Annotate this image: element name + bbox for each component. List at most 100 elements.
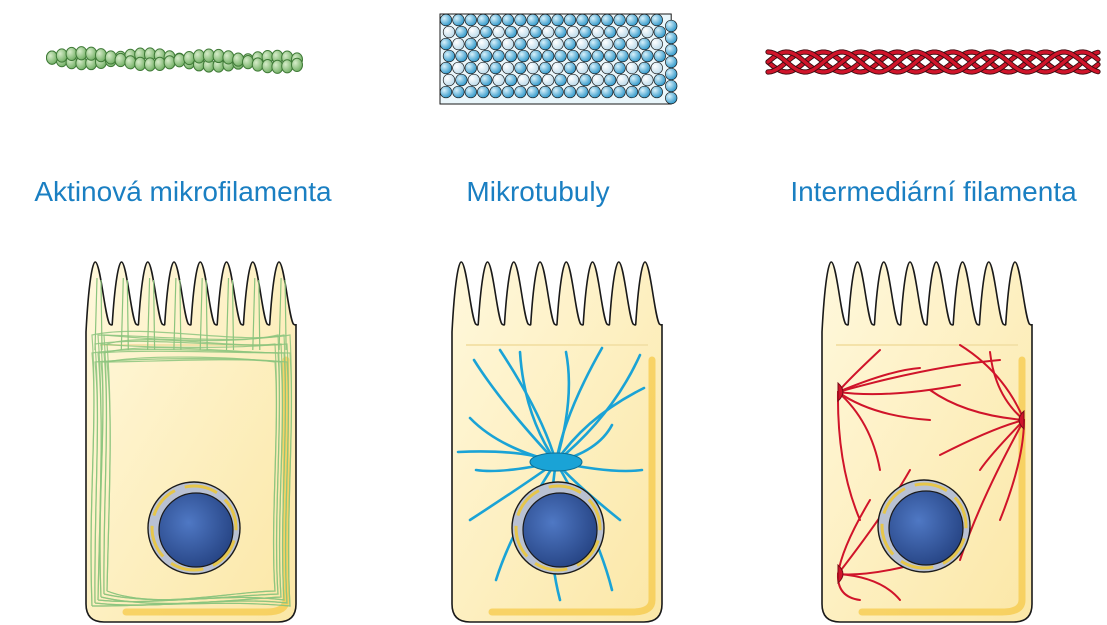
tubulin-bead	[465, 62, 477, 74]
actin-bead	[154, 57, 165, 70]
tubulin-bead	[614, 62, 626, 74]
tubulin-bead	[539, 86, 551, 98]
tubulin-bead	[552, 38, 564, 50]
tubulin-bead	[527, 14, 539, 26]
tubulin-bead	[493, 50, 505, 62]
tubulin-bead	[617, 74, 629, 86]
intermediate-filament-icon	[768, 52, 1098, 72]
tubulin-bead	[592, 50, 604, 62]
tubulin-bead	[601, 38, 613, 50]
actin-bead	[56, 49, 67, 62]
tubulin-bead	[505, 26, 517, 38]
tubulin-bead	[564, 14, 576, 26]
tubulin-end-bead	[665, 80, 677, 92]
tubulin-bead	[639, 86, 651, 98]
nucleus-icon	[523, 493, 597, 567]
actin-bead	[243, 56, 254, 69]
microtubule-icon	[440, 14, 677, 104]
actin-cell-illustration	[86, 262, 296, 622]
microtubules-label: Mikrotubuly	[400, 168, 676, 216]
tubulin-bead	[564, 38, 576, 50]
actin-bead	[174, 54, 185, 67]
tubulin-bead	[440, 86, 452, 98]
tubulin-bead	[589, 62, 601, 74]
actin-bead	[213, 49, 224, 62]
tubulin-bead	[505, 50, 517, 62]
tubulin-bead	[468, 50, 480, 62]
actin-bead	[115, 53, 126, 66]
tubulin-bead	[617, 26, 629, 38]
tubulin-bead	[453, 38, 465, 50]
tubulin-bead	[465, 14, 477, 26]
tubulin-bead	[456, 74, 468, 86]
tubulin-bead	[515, 38, 527, 50]
tubulin-bead	[651, 86, 663, 98]
tubulin-bead	[515, 14, 527, 26]
tubulin-bead	[527, 86, 539, 98]
tubulin-bead	[617, 50, 629, 62]
tubulin-bead	[515, 86, 527, 98]
tubulin-bead	[480, 26, 492, 38]
tubulin-bead	[629, 50, 641, 62]
tubulin-bead	[567, 74, 579, 86]
actin-bead	[233, 53, 244, 66]
tubulin-bead	[530, 50, 542, 62]
tubulin-bead	[456, 50, 468, 62]
nucleus-icon	[889, 491, 963, 565]
nucleus-icon	[159, 493, 233, 567]
tubulin-bead	[502, 38, 514, 50]
tubulin-bead	[453, 86, 465, 98]
tubulin-bead	[552, 86, 564, 98]
tubulin-bead	[601, 86, 613, 98]
tubulin-bead	[604, 50, 616, 62]
tubulin-end-bead	[665, 92, 677, 104]
tubulin-bead	[642, 50, 654, 62]
tubulin-bead	[542, 50, 554, 62]
tubulin-bead	[626, 86, 638, 98]
tubulin-bead	[577, 14, 589, 26]
tubulin-bead	[614, 38, 626, 50]
tubulin-bead	[440, 14, 452, 26]
tubulin-bead	[564, 86, 576, 98]
tubulin-bead	[443, 50, 455, 62]
tubulin-bead	[527, 38, 539, 50]
tubulin-bead	[505, 74, 517, 86]
tubulin-bead	[639, 38, 651, 50]
tubulin-end-bead	[665, 56, 677, 68]
tubulin-bead	[555, 74, 567, 86]
tubulin-bead	[480, 74, 492, 86]
tubulin-bead	[567, 50, 579, 62]
tubulin-bead	[577, 62, 589, 74]
tubulin-bead	[530, 26, 542, 38]
tubulin-bead	[592, 26, 604, 38]
actin-bead	[184, 51, 195, 64]
tubulin-bead	[539, 38, 551, 50]
tubulin-bead	[654, 50, 666, 62]
tubulin-bead	[614, 86, 626, 98]
actin-bead	[292, 58, 303, 71]
tubulin-bead	[502, 14, 514, 26]
tubulin-bead	[564, 62, 576, 74]
tubulin-bead	[580, 50, 592, 62]
tubulin-bead	[567, 26, 579, 38]
actin-bead	[86, 47, 97, 60]
actin-filament-icon	[47, 47, 303, 74]
tubulin-bead	[626, 62, 638, 74]
tubulin-end-bead	[665, 32, 677, 44]
tubulin-bead	[639, 62, 651, 74]
tubulin-bead	[604, 26, 616, 38]
tubulin-bead	[490, 86, 502, 98]
tubulin-bead	[443, 26, 455, 38]
tubulin-bead	[502, 62, 514, 74]
tubulin-bead	[601, 14, 613, 26]
tubulin-bead	[552, 14, 564, 26]
tubulin-bead	[601, 62, 613, 74]
tubulin-bead	[580, 74, 592, 86]
tubulin-bead	[493, 74, 505, 86]
centrosome	[530, 453, 582, 471]
tubulin-bead	[555, 26, 567, 38]
actin-bead	[47, 51, 58, 64]
actin-bead	[125, 56, 136, 69]
tubulin-bead	[626, 38, 638, 50]
